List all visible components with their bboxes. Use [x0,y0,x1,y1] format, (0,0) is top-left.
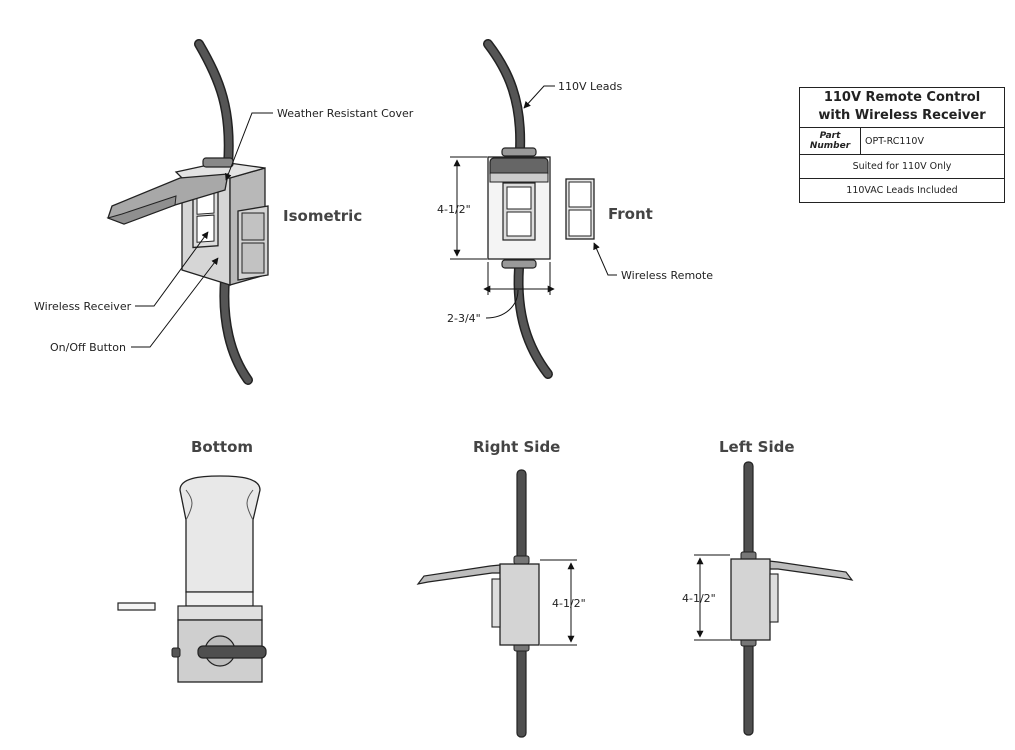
left-cable-top [743,461,754,557]
left-box [730,558,771,641]
leads-leader [523,85,555,109]
right-cable-top [516,469,527,561]
weather-cover-leader [225,112,273,181]
title-block-heading: 110V Remote Control with Wireless Receiv… [800,88,1004,128]
bottom-cable [197,645,267,659]
left-side-view: Left Side 4-1/2" [682,438,854,736]
right-height-dim: 4-1/2" [552,597,586,610]
right-cable-bottom [516,644,527,738]
left-side-view-title: Left Side [719,438,795,456]
front-view: 110V Leads Wireless Remote 4-1/2" 2-3/4"… [437,39,713,379]
front-height-dim: 4-1/2" [437,203,471,216]
note-voltage: Suited for 110V Only [852,161,952,172]
left-open-cover [768,560,854,581]
front-view-title: Front [608,205,653,223]
leads-callout: 110V Leads [558,80,622,93]
left-height-dim: 4-1/2" [682,592,716,605]
note-row-1: Suited for 110V Only [800,155,1004,179]
front-width-dim: 2-3/4" [447,312,481,325]
wireless-remote-leader [593,242,617,276]
title-block: 110V Remote Control with Wireless Receiv… [799,87,1005,203]
left-cable-bottom [743,639,754,736]
wireless-receiver-callout: Wireless Receiver [34,300,132,313]
on-off-button-callout: On/Off Button [50,341,126,354]
right-side-view: Right Side 4-1/2" [416,438,586,738]
part-number-label: Part Number [800,128,861,154]
note-row-2: 110VAC Leads Included [800,179,1004,202]
bottom-view-title: Bottom [191,438,253,456]
isometric-view-title: Isometric [283,207,362,225]
part-number-row: Part Number OPT-RC110V [800,128,1004,155]
right-box [499,563,540,646]
part-number-value: OPT-RC110V [865,135,924,147]
right-open-cover [416,564,501,585]
on-off-button-leader [131,257,219,348]
bottom-remote [117,602,156,611]
bottom-cover [179,475,261,593]
wireless-remote-callout: Wireless Remote [621,269,713,282]
right-side-view-title: Right Side [473,438,560,456]
note-leads: 110VAC Leads Included [846,185,958,196]
isometric-view: Weather Resistant Cover Wireless Receive… [34,39,414,385]
wireless-receiver-leader [135,231,209,307]
bottom-view: Bottom [117,438,267,683]
weather-cover-callout: Weather Resistant Cover [277,107,414,120]
